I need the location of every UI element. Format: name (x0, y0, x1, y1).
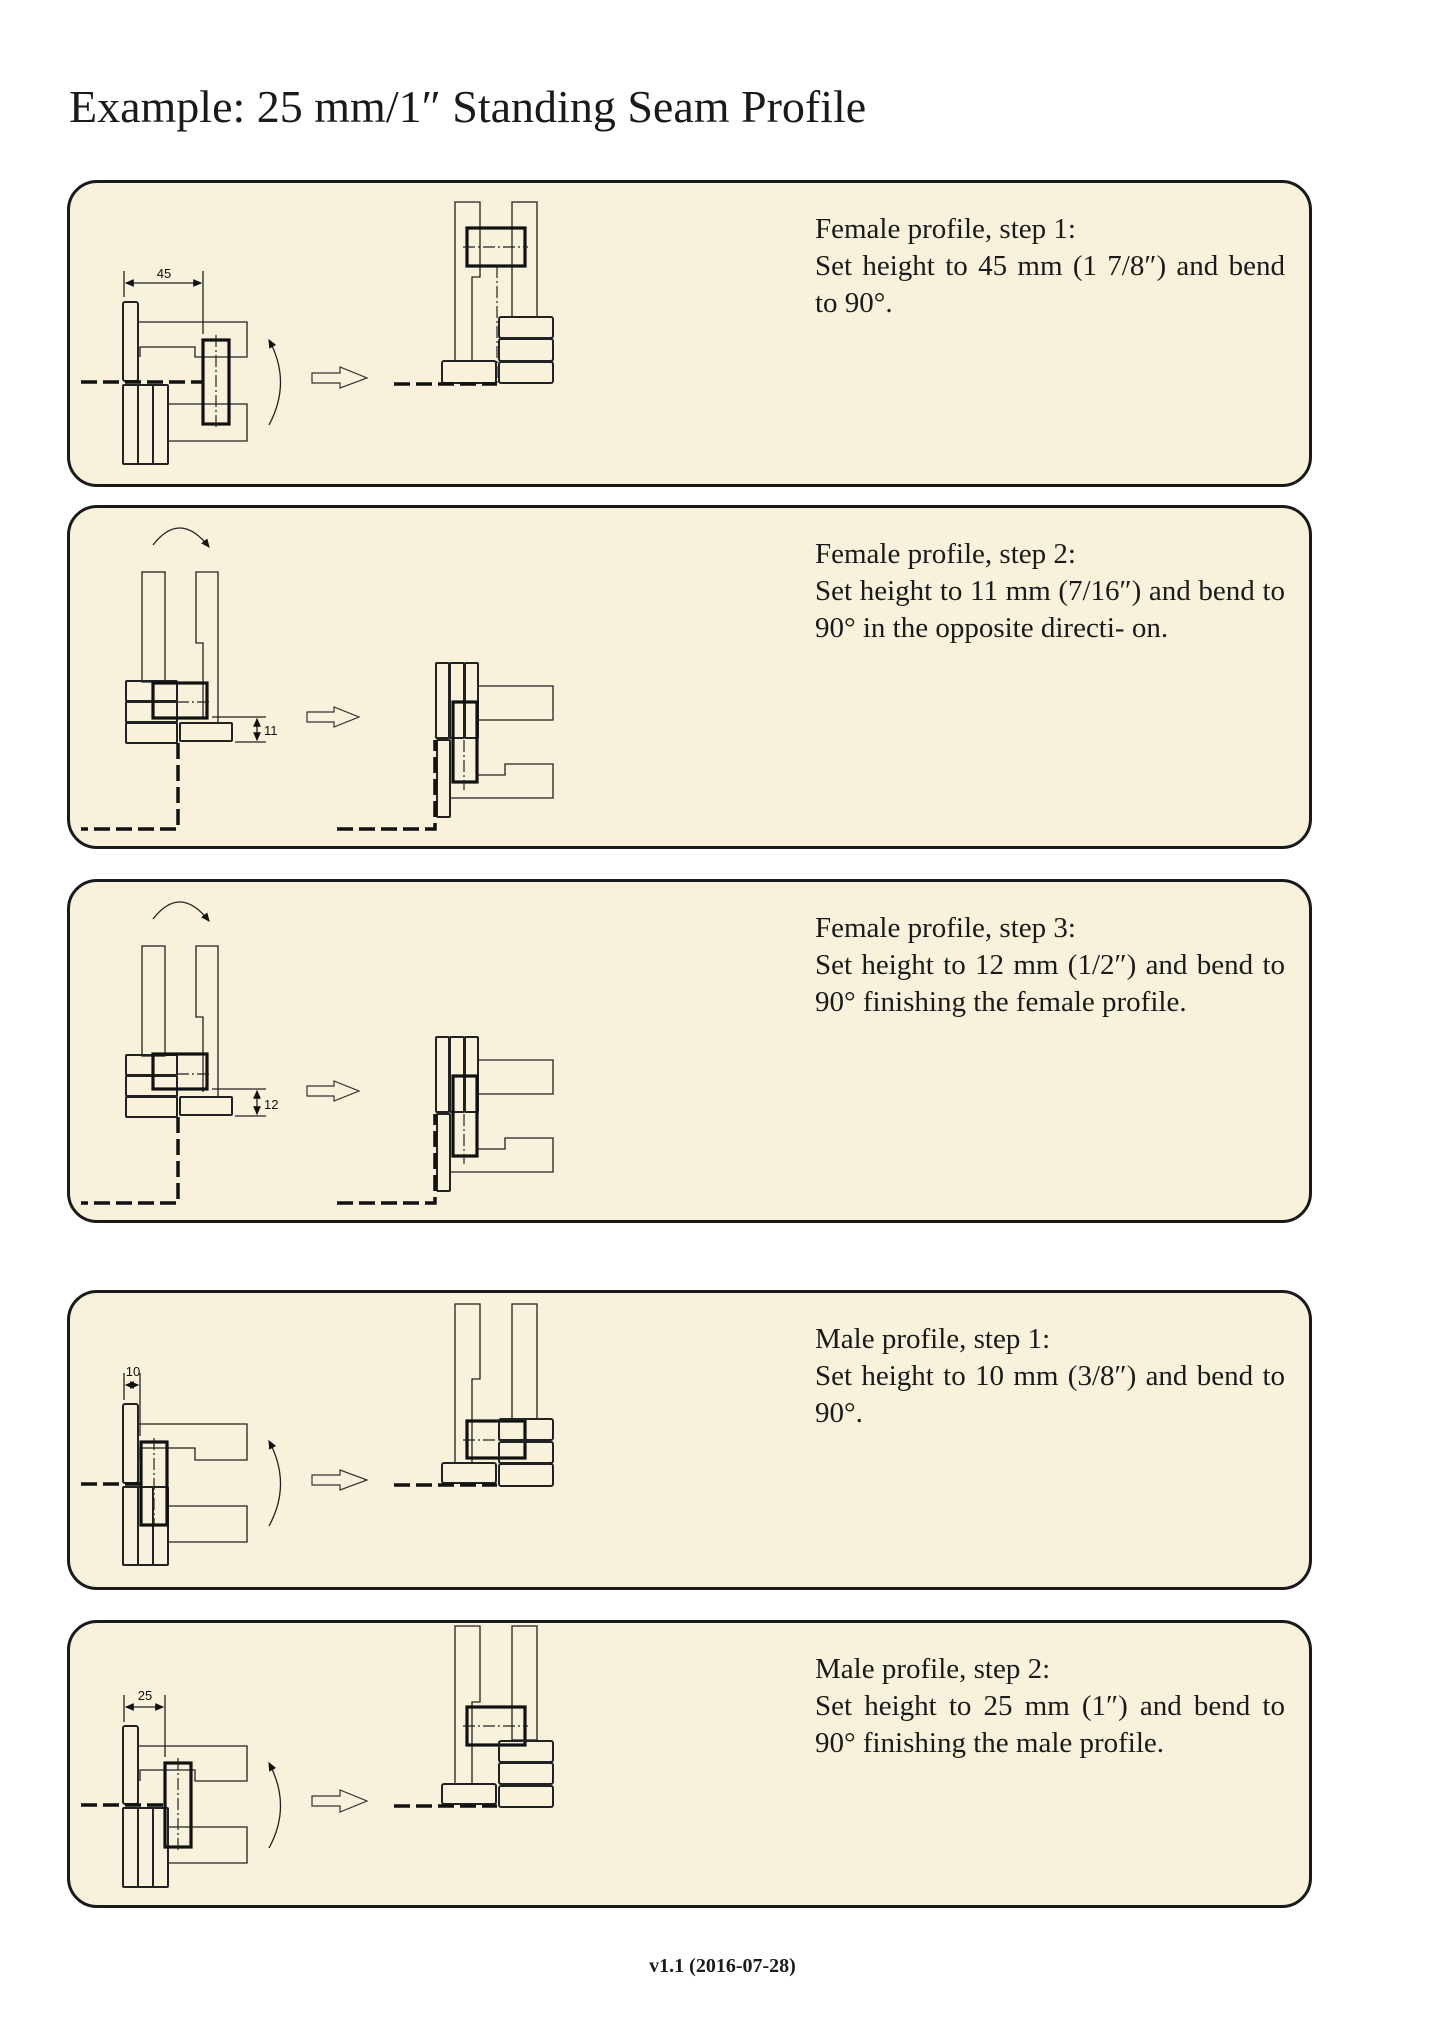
instruction-text: Female profile, step 3: Set height to 12… (815, 910, 1285, 1021)
step-heading: Male profile, step 1: (815, 1323, 1051, 1355)
step-body: Set height to 10 mm (3/8″) and bend to 9… (815, 1360, 1285, 1429)
step-body: Set height to 25 mm (1″) and bend to 90°… (815, 1690, 1285, 1759)
panel-female-step-1: Female profile, step 1: Set height to 45… (67, 180, 1312, 487)
step-body: Set height to 11 mm (7/16″) and bend to … (815, 575, 1285, 644)
step-heading: Female profile, step 2: (815, 538, 1076, 570)
instruction-text: Male profile, step 1: Set height to 10 m… (815, 1321, 1285, 1432)
step-heading: Female profile, step 1: (815, 213, 1076, 245)
panel-female-step-3: Female profile, step 3: Set height to 12… (67, 879, 1312, 1223)
panel-female-step-2: Female profile, step 2: Set height to 11… (67, 505, 1312, 849)
panel-male-step-2: Male profile, step 2: Set height to 25 m… (67, 1620, 1312, 1908)
step-heading: Female profile, step 3: (815, 912, 1076, 944)
page-title: Example: 25 mm/1″ Standing Seam Profile (69, 81, 867, 132)
instruction-text: Male profile, step 2: Set height to 25 m… (815, 1651, 1285, 1762)
panel-male-step-1: Male profile, step 1: Set height to 10 m… (67, 1290, 1312, 1590)
instruction-text: Female profile, step 1: Set height to 45… (815, 211, 1285, 322)
instruction-text: Female profile, step 2: Set height to 11… (815, 536, 1285, 647)
step-heading: Male profile, step 2: (815, 1653, 1051, 1685)
step-body: Set height to 45 mm (1 7/8″) and bend to… (815, 250, 1285, 319)
version-footer: v1.1 (2016-07-28) (649, 1955, 796, 1977)
step-body: Set height to 12 mm (1/2″) and bend to 9… (815, 949, 1285, 1018)
